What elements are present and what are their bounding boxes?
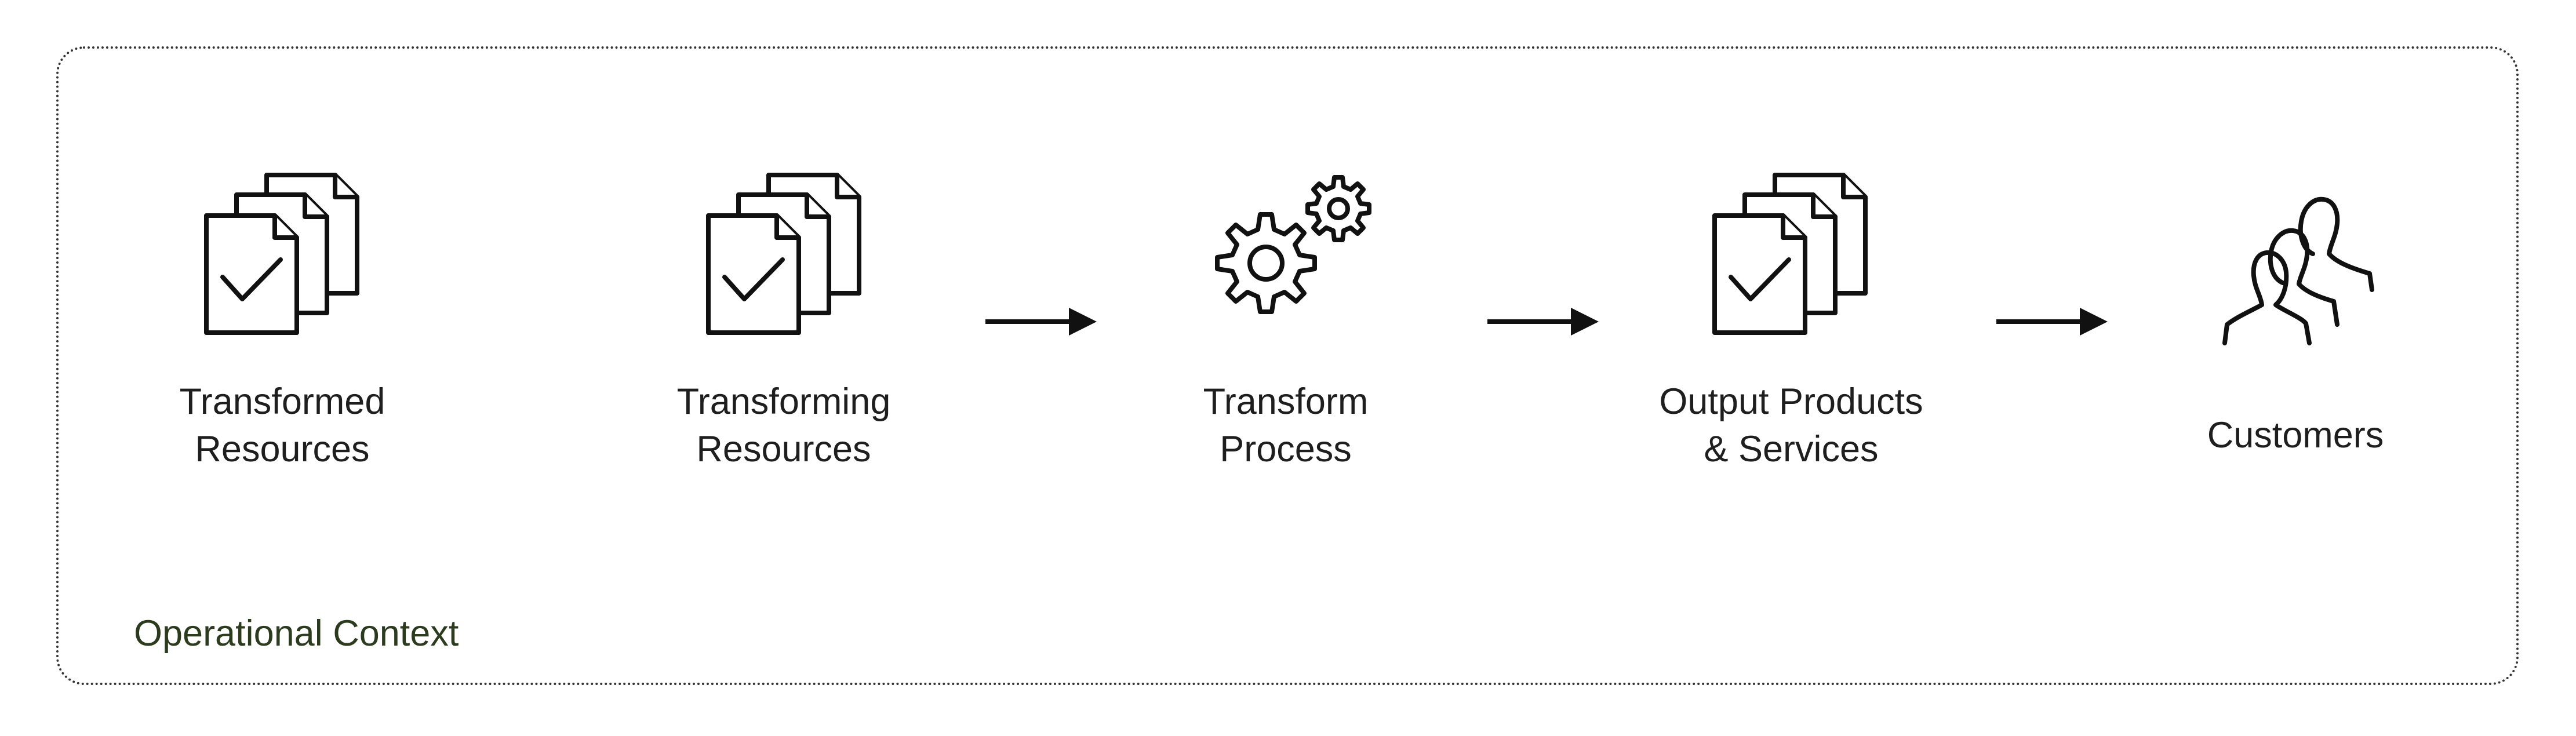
node-label-line: Transforming	[676, 381, 891, 422]
flow-arrow	[1996, 304, 2112, 342]
gears-icon	[1200, 172, 1374, 340]
document-stack-check-icon	[704, 173, 866, 335]
node-label-transformed-resources: Transformed Resources	[62, 378, 503, 473]
node-label-transform-process: Transform Process	[1065, 378, 1506, 473]
node-label-line: Customers	[2207, 415, 2384, 456]
document-stack-check-icon	[202, 173, 364, 335]
node-label-line: Output Products	[1659, 381, 1923, 422]
frame-label: Operational Context	[134, 613, 459, 654]
node-label-line: Resources	[696, 429, 871, 469]
node-label-output-products-services: Output Products & Services	[1571, 378, 2011, 473]
node-label-transforming-resources: Transforming Resources	[563, 378, 1004, 473]
node-label-customers: Customers	[2075, 411, 2516, 459]
flow-arrow	[1487, 304, 1603, 342]
operational-context-frame	[56, 46, 2519, 685]
node-label-line: & Services	[1704, 429, 1879, 469]
node-label-line: Transform	[1203, 381, 1369, 422]
people-group-icon	[2214, 185, 2377, 348]
node-label-line: Transformed	[179, 381, 385, 422]
node-label-line: Process	[1220, 429, 1352, 469]
node-label-line: Resources	[195, 429, 370, 469]
flow-arrow	[985, 304, 1101, 342]
document-stack-check-icon	[1710, 173, 1872, 335]
